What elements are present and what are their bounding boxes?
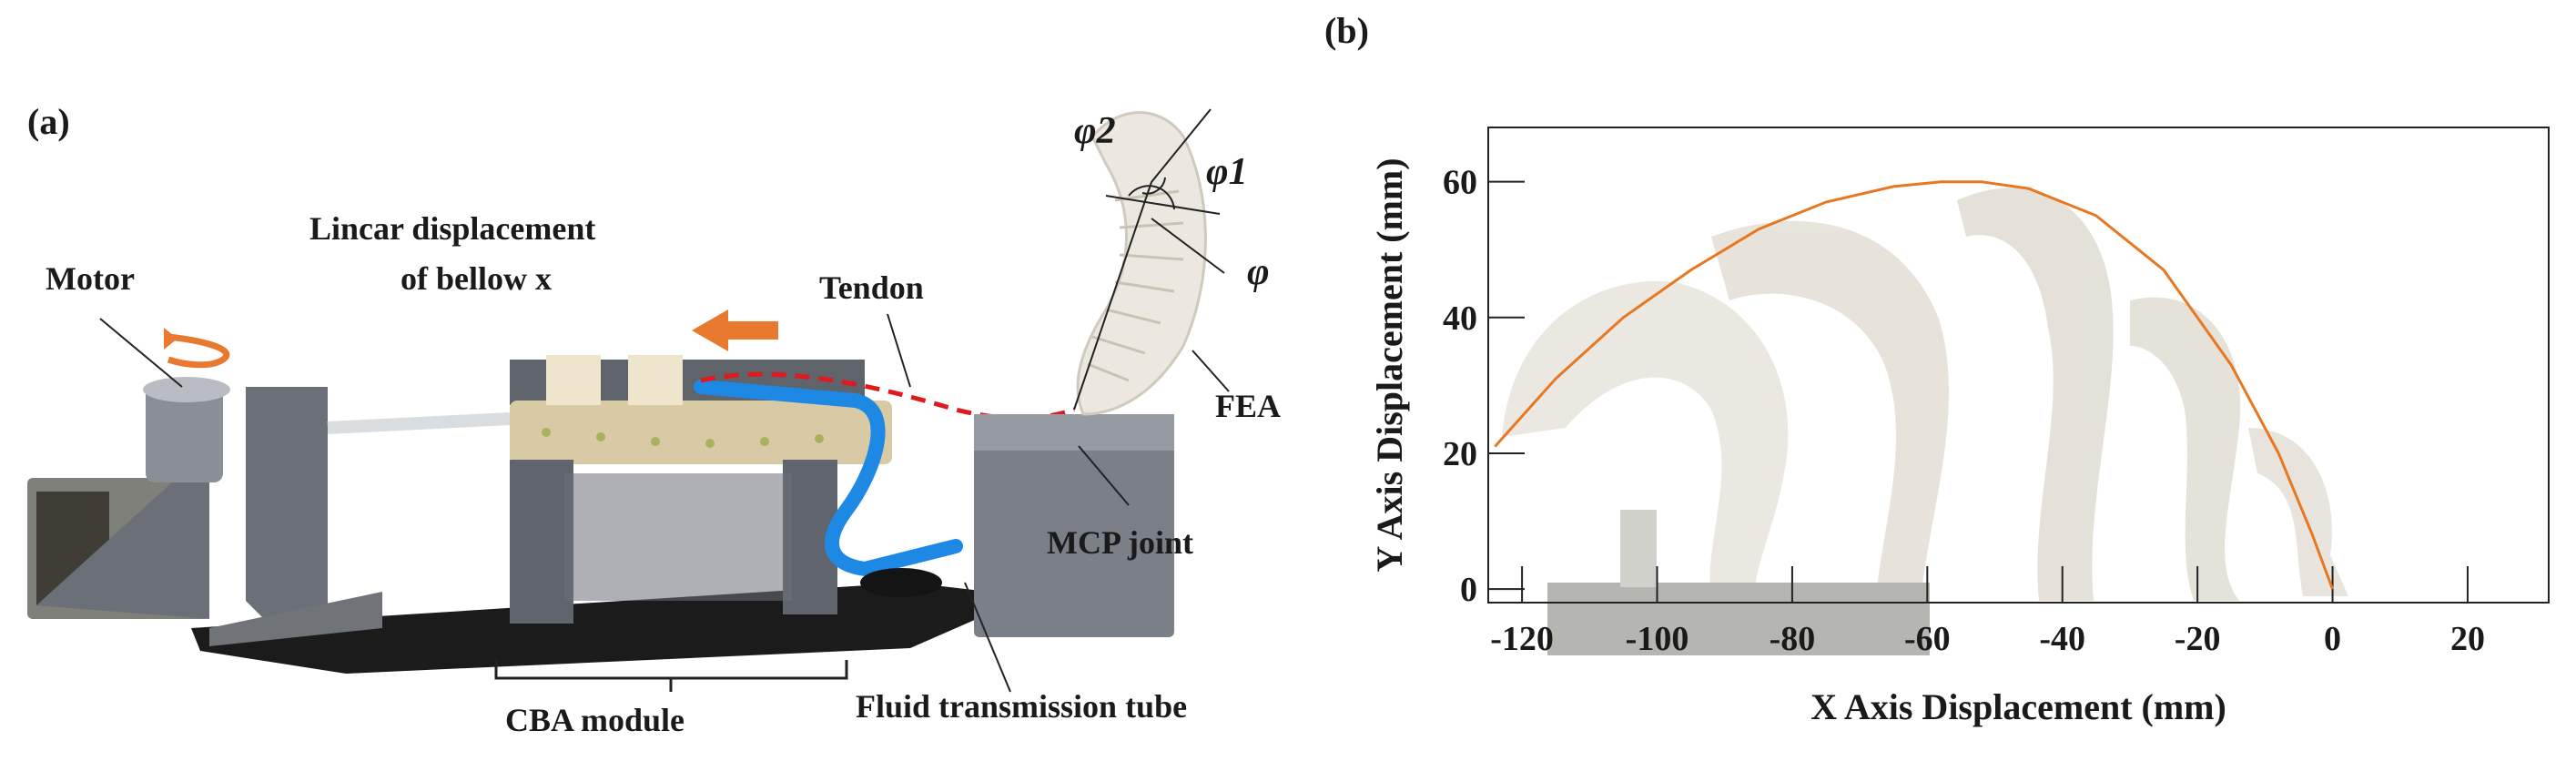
x-tick-label: -40 (2039, 620, 2085, 658)
x-tick-label: -100 (1626, 620, 1689, 658)
actuator-photo (27, 108, 1230, 693)
mcp-leader (1078, 445, 1130, 506)
finger-overlay (1502, 188, 2348, 655)
phi1-label: φ1 (1206, 151, 1248, 193)
x-axis-title: X Axis Displacement (mm) (1810, 686, 2226, 727)
tendon-leader (887, 313, 911, 388)
cba-module-label: CBA module (505, 702, 685, 738)
rotation-arrow (167, 333, 230, 369)
fluid-tube (694, 380, 963, 577)
y-tick-label: 0 (1460, 571, 1477, 609)
panel-a-label: (a) (27, 101, 70, 142)
y-tick-label: 60 (1443, 164, 1477, 202)
motor-bracket (246, 387, 328, 628)
linear-displacement-label-line1: Lincar displacement (309, 210, 596, 247)
displacement-arrow (692, 309, 778, 351)
mcp-joint-block (974, 414, 1174, 637)
x-tick-label: -20 (2175, 620, 2221, 658)
fluid-tube-label: Fluid transmission tube (856, 688, 1188, 725)
x-tick-label: 0 (2324, 620, 2341, 658)
y-tick-label: 20 (1443, 435, 1477, 473)
phi-label: φ (1247, 251, 1270, 293)
motor-label: Motor (46, 260, 135, 297)
cba-leg-left (510, 460, 573, 624)
fea-finger (1076, 111, 1207, 416)
motor-top (146, 382, 223, 482)
x-tick-label: -120 (1490, 620, 1554, 658)
y-axis-title: Y Axis Displacement (mm) (1369, 157, 1410, 572)
panel-b-label: (b) (1324, 10, 1369, 51)
motor-leader (99, 318, 183, 388)
x-tick-label: -60 (1904, 620, 1951, 658)
fea-leader (1192, 350, 1230, 392)
tendon-label: Tendon (819, 269, 924, 306)
cba-brace (494, 660, 848, 692)
trajectory-line (1494, 180, 2334, 590)
phi2-label: φ2 (1074, 110, 1116, 152)
linear-displacement-label-line2: of bellow x (401, 260, 552, 297)
y-tick-label: 40 (1443, 299, 1477, 338)
mcp-joint-label: MCP joint (1047, 524, 1193, 561)
tube-leader (964, 582, 1011, 693)
plot-frame (1487, 127, 2550, 604)
fea-label: FEA (1215, 388, 1281, 424)
x-tick-label: -80 (1770, 620, 1816, 658)
x-tick-label: 20 (2450, 620, 2485, 658)
